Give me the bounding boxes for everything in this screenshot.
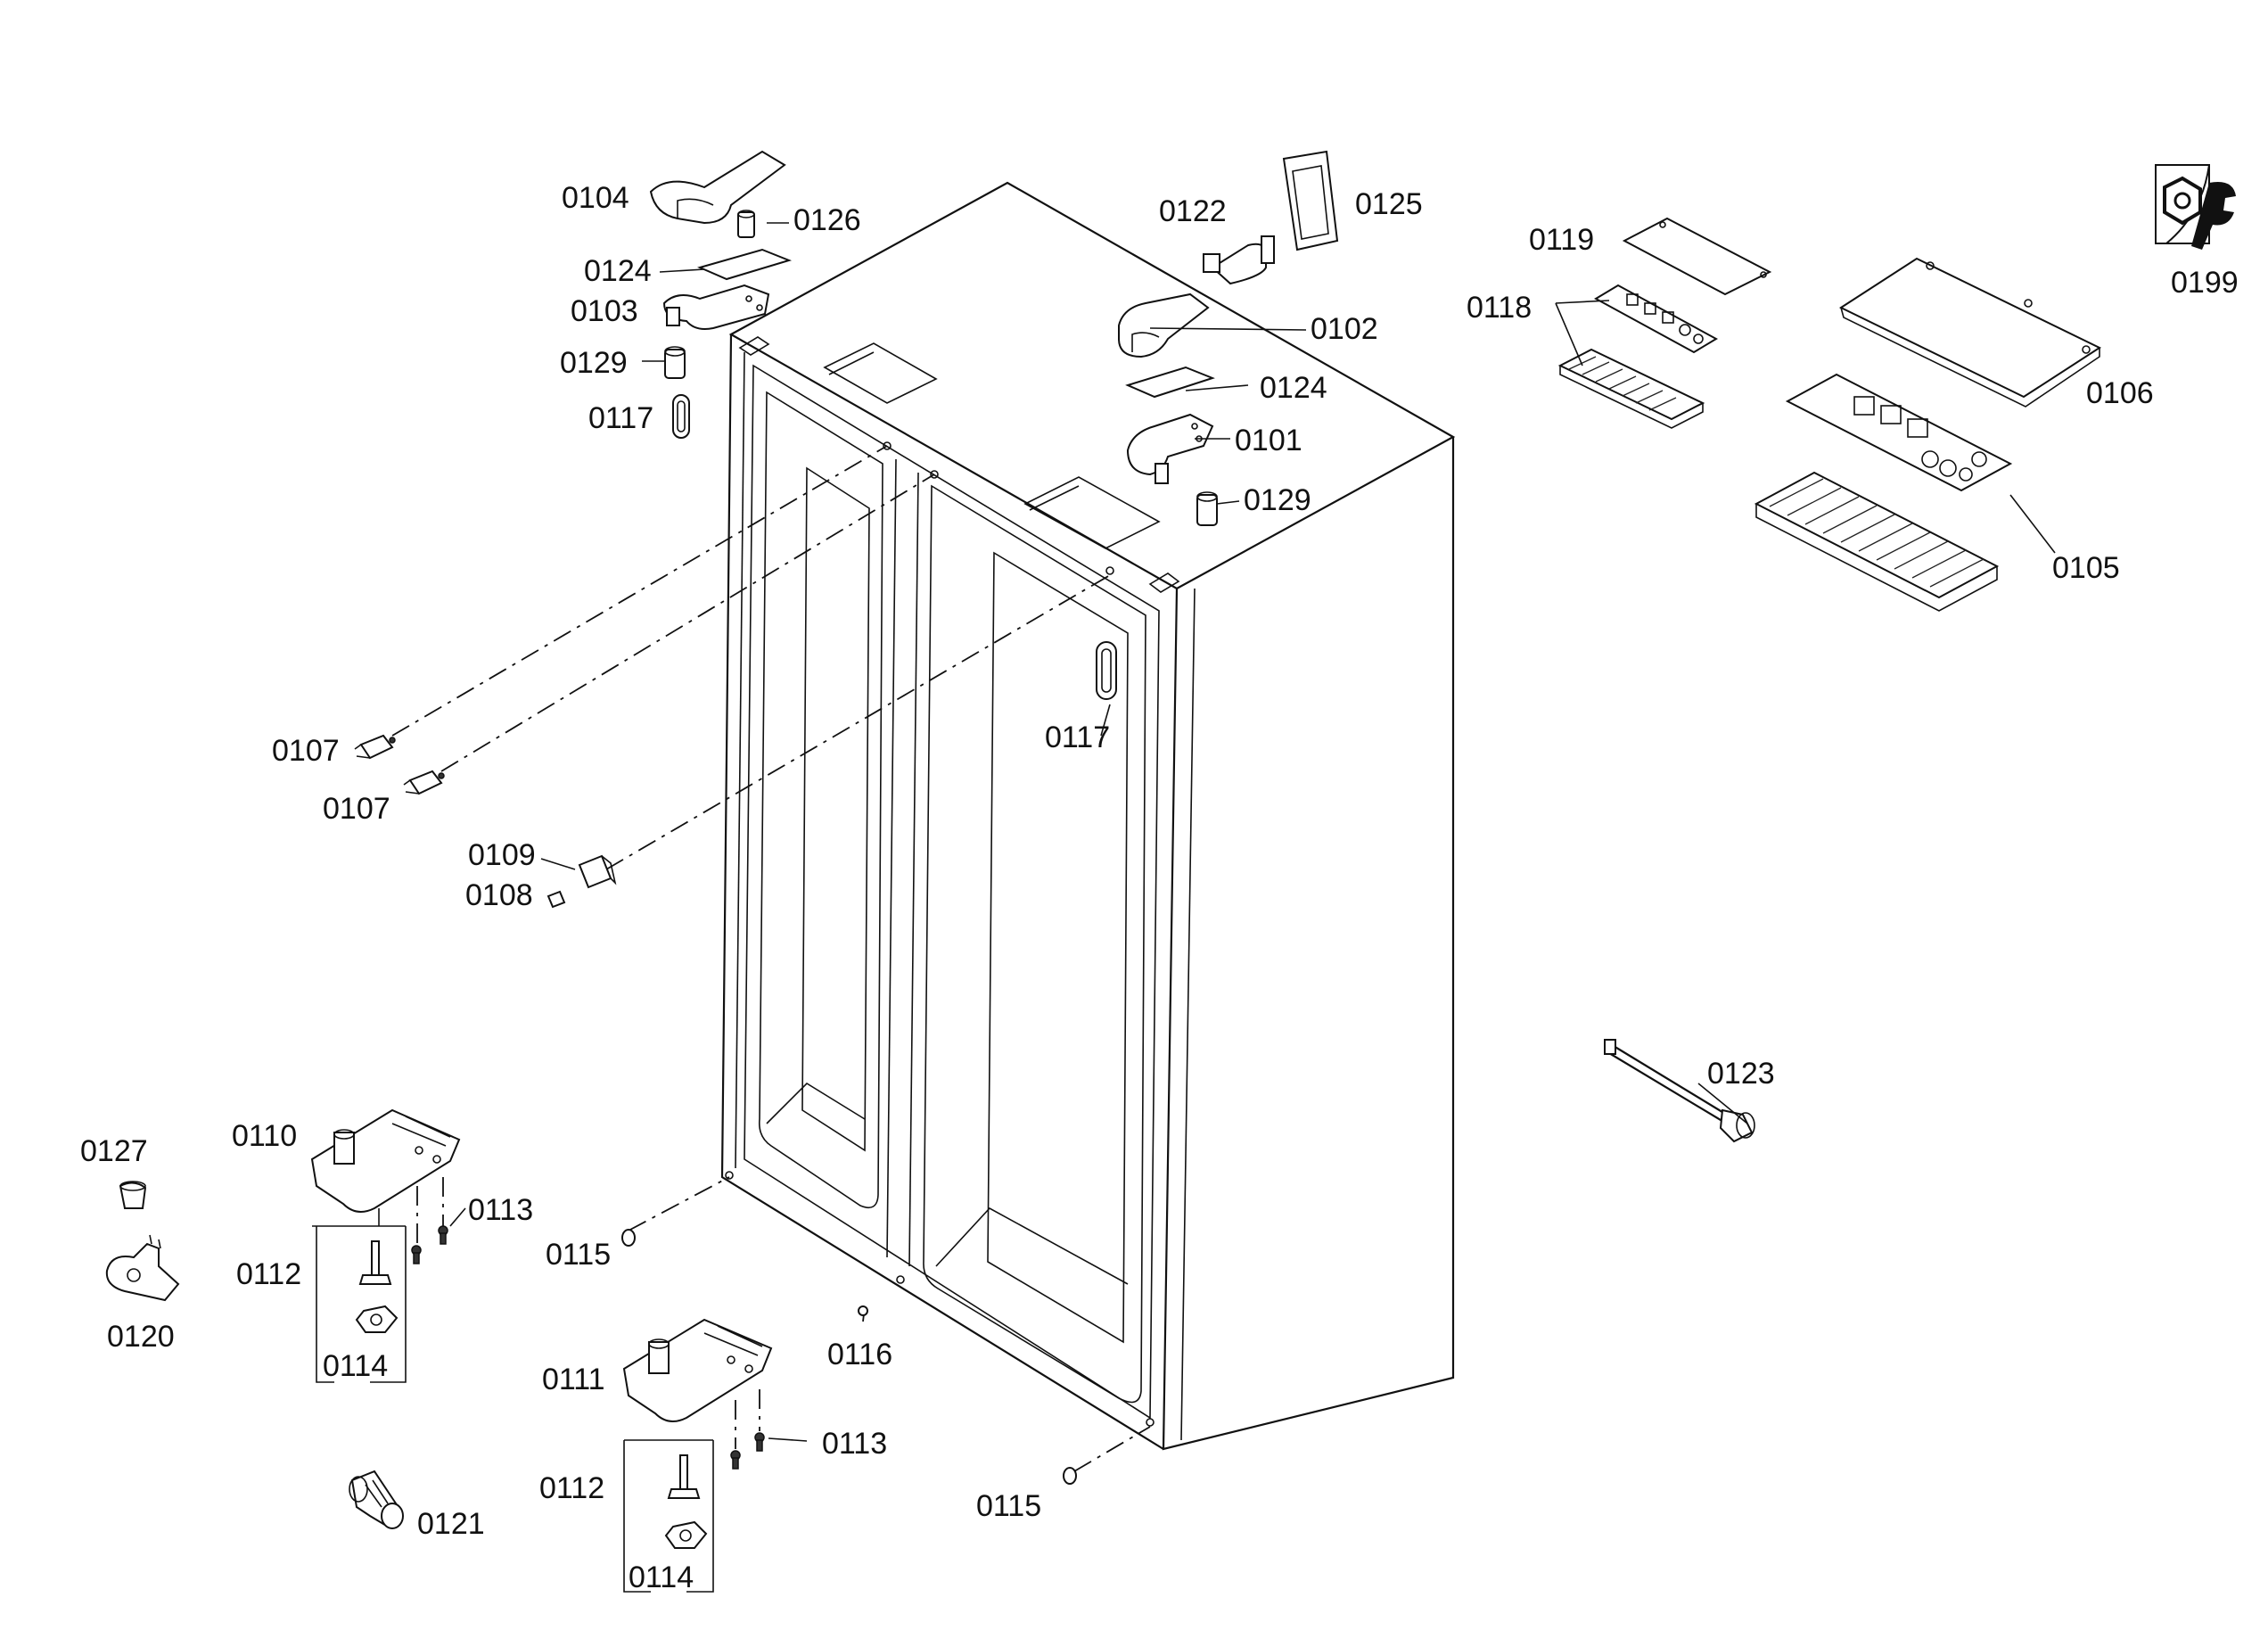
label-0116: 0116	[827, 1338, 892, 1371]
label-0109: 0109	[468, 838, 536, 872]
hinge-0111	[622, 1318, 773, 1422]
label-0114-right: 0114	[629, 1561, 694, 1594]
label-0113-right: 0113	[822, 1427, 887, 1461]
label-0125: 0125	[1355, 187, 1423, 221]
cabinet-body	[720, 181, 1456, 1451]
board-0118	[1593, 284, 1719, 354]
screws-0113-right	[730, 1389, 765, 1470]
bushing-0129-right	[1196, 491, 1218, 526]
label-0106: 0106	[2086, 376, 2154, 410]
label-0113-left: 0113	[468, 1193, 533, 1227]
bracket-0120	[105, 1234, 180, 1302]
label-0124-right: 0124	[1260, 371, 1327, 405]
switch-0107-b	[403, 770, 445, 795]
label-0104: 0104	[562, 181, 629, 215]
fitting-0121	[349, 1470, 404, 1529]
label-0117-left: 0117	[588, 401, 653, 435]
cap-0127	[119, 1181, 147, 1209]
housing-0105	[1754, 471, 2000, 612]
label-0112-left: 0112	[236, 1257, 301, 1291]
label-0107-a: 0107	[272, 734, 340, 768]
hinge-0103	[662, 284, 770, 330]
label-0122: 0122	[1159, 194, 1227, 228]
switch-0109	[578, 854, 617, 889]
label-0117-cabinet: 0117	[1045, 721, 1110, 754]
housing-0118	[1557, 348, 1705, 429]
pin-0117-left	[672, 394, 690, 439]
label-0120: 0120	[107, 1320, 175, 1354]
part-labels: 0104 0126 0124 0103 0129 0117 0122 0125 …	[80, 181, 2239, 1594]
board-0105	[1785, 373, 2013, 492]
cover-0119	[1622, 217, 1772, 296]
label-0123: 0123	[1707, 1057, 1775, 1091]
bushing-0129-left	[664, 346, 686, 379]
damper-0122	[1203, 235, 1275, 285]
label-0110: 0110	[232, 1119, 297, 1153]
cover-0106	[1838, 257, 2102, 408]
leveler-bracket-0112-right	[623, 1439, 714, 1593]
label-0127: 0127	[80, 1134, 148, 1168]
label-0112-right: 0112	[539, 1471, 604, 1505]
assembly-lines	[391, 445, 1151, 1472]
label-0119: 0119	[1529, 223, 1594, 257]
label-0103: 0103	[571, 294, 638, 328]
label-0105: 0105	[2052, 551, 2120, 585]
gasket-0125	[1282, 150, 1339, 251]
plug-0116	[858, 1305, 868, 1316]
service-tool-icon	[2155, 164, 2236, 250]
label-0107-b: 0107	[323, 792, 390, 826]
label-0115-right: 0115	[976, 1489, 1041, 1523]
hinge-0110	[310, 1108, 461, 1213]
label-0126: 0126	[793, 203, 861, 237]
leveler-bracket-0112-left	[312, 1225, 407, 1383]
shim-0124-top	[697, 248, 793, 281]
label-0101: 0101	[1235, 424, 1302, 457]
label-0114-left: 0114	[323, 1349, 388, 1383]
shim-0124-right	[1125, 366, 1215, 399]
label-0102: 0102	[1311, 312, 1378, 346]
label-0111: 0111	[542, 1363, 605, 1396]
label-0129-right: 0129	[1244, 483, 1311, 517]
plug-0115-left	[621, 1229, 636, 1247]
hinge-cover-0102	[1118, 292, 1210, 358]
label-0108: 0108	[465, 878, 533, 912]
water-line-0123	[1604, 1039, 1755, 1143]
screws-0113-left	[411, 1177, 448, 1264]
switch-0107-a	[354, 734, 396, 760]
leader-lines	[449, 222, 2056, 1442]
label-0121: 0121	[417, 1507, 485, 1541]
bushing-0126	[737, 210, 755, 238]
label-0199: 0199	[2171, 266, 2239, 300]
plug-0115-right	[1063, 1467, 1077, 1485]
label-0129-left: 0129	[560, 346, 628, 380]
label-0124-top: 0124	[584, 254, 652, 288]
label-0115-left: 0115	[546, 1238, 611, 1272]
hinge-cover-0104	[649, 150, 786, 225]
hinge-0101	[1126, 413, 1214, 484]
label-0118: 0118	[1467, 291, 1532, 325]
cap-0108	[546, 890, 566, 909]
